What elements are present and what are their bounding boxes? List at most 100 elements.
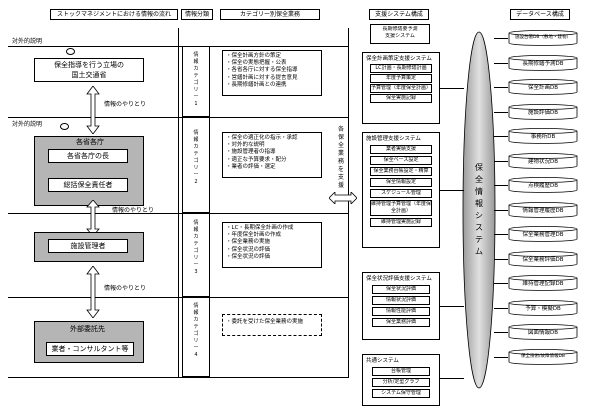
- cat1-item: ・長期修繕計画との連携: [226, 81, 287, 88]
- cat4-item: ・委託を受けた保全業務の実施: [226, 319, 304, 325]
- cat2-item: ・適正な予算要求・配分: [226, 156, 287, 163]
- group4-title: 共通システム: [366, 358, 399, 364]
- database-icon: [508, 54, 578, 71]
- top-box-line2: 支援システム: [372, 33, 428, 40]
- database-connector: [494, 258, 508, 260]
- top-box-line1: 長期修繕要予測: [372, 26, 428, 33]
- group1-item: 保全実施記録: [370, 94, 432, 103]
- database-label: 事務所DB: [530, 134, 556, 140]
- database-icon: [508, 348, 578, 365]
- database-connector: [494, 283, 508, 284]
- classification-label-3: 情報カテゴリー3: [193, 220, 199, 275]
- exchange-arrow-1: [86, 86, 100, 134]
- info-system-label: 保全情報システム: [475, 163, 483, 256]
- cat2-item: ・対外的な説明: [226, 142, 265, 149]
- database-cylinder: 保全計画DB: [508, 79, 578, 95]
- database-connector: [494, 234, 508, 235]
- database-connector: [494, 160, 508, 162]
- header-category: カテゴリー別保全業務: [220, 9, 320, 20]
- group4-item: 台帳管理: [372, 367, 430, 376]
- database-label: 保全技術/故障情報DB: [520, 353, 566, 359]
- database-label: 情報管理履歴DB: [522, 207, 564, 214]
- group1-title: 保全計画策定支援システム: [366, 56, 432, 62]
- database-cylinder: 施設台帳DB（敷地・建物）: [508, 30, 578, 46]
- long-term-prediction-box: 長期修繕要予測 支援システム: [370, 24, 430, 44]
- group2-item: 保全ベース設定: [370, 156, 432, 165]
- group3-item: 情報状況評価: [372, 296, 430, 305]
- system-group-3: 保全状況評価支援システム 保全状況評価 情報状況評価 情報性能評価 保全業務評価: [362, 272, 440, 340]
- divider-left-column: [178, 28, 179, 378]
- header-database: データベース構成: [510, 9, 570, 20]
- cat3-item: ・年度保全計画の作成: [226, 232, 282, 239]
- group2-title: 施設管理支援システム: [366, 136, 421, 142]
- database-label: 予算・模擬DB: [525, 305, 561, 312]
- category-box-1: ・保全計画方針の策定 ・保全の実態把握・公表 ・各省各庁に対する保全指導 ・営繕…: [222, 50, 322, 96]
- database-connector: [494, 332, 508, 333]
- exchange-label-1: 情報のやりとり: [104, 101, 147, 108]
- facility-manager-box: 施設管理者: [48, 239, 128, 253]
- group4-item: システム保守管理: [372, 389, 430, 398]
- database-label: 保全業務評価DB: [522, 256, 564, 263]
- divider-right-column: [348, 28, 349, 378]
- cat3-item: ・LC・長期保全計画の作成: [226, 225, 294, 231]
- group2-item: スケジュール管理: [370, 189, 432, 198]
- mlit-line2: 国土交通省: [71, 71, 107, 79]
- database-cylinder: 保全業務管理DB: [508, 226, 578, 242]
- group3-item: 保全業務評価: [372, 318, 430, 327]
- database-icon: [508, 275, 578, 291]
- database-label: 維持管理記録DB: [522, 281, 564, 287]
- ministry-title: 各省各庁: [76, 138, 104, 146]
- system-group-4: 共通システム 台帳管理 分析/定型グラフ システム保守管理: [362, 354, 440, 406]
- cat3-item: ・保全状況の評価: [226, 246, 271, 253]
- group2-item: 業者実績支援: [370, 145, 432, 154]
- database-icon: [508, 324, 578, 340]
- database-label: 図面情報DB: [527, 330, 558, 336]
- group3-title: 保全状況評価支援システム: [366, 276, 432, 282]
- database-label: 保全業務管理DB: [522, 232, 564, 238]
- category-box-4: ・委託を受けた保全業務の実施: [222, 314, 322, 336]
- classification-bar-3: [182, 213, 210, 297]
- group2-item: 保全情報設定: [370, 178, 432, 187]
- group1-item: 予算管理（年度保全計画）: [370, 84, 432, 93]
- database-connector: [494, 111, 508, 113]
- external-explanation-label-2: 対外的説明: [12, 121, 43, 128]
- database-icon: [508, 201, 578, 218]
- category-box-2: ・保全の適正化の指示・承認 ・対外的な説明 ・施設管理者の指導 ・適正な予算要求…: [222, 132, 322, 178]
- database-icon: [508, 152, 578, 169]
- outsource-detail-box: 業者・コンサルタント等: [46, 342, 134, 356]
- bidirectional-arrow: [329, 192, 357, 204]
- group2-item: 保全業務台帳設定・精算: [370, 167, 432, 176]
- cat1-item: ・営繕計画に対する提言意見: [226, 74, 298, 81]
- general-manager-box: 総括保全責任者: [48, 178, 128, 192]
- group3-item: 情報性能評価: [372, 307, 430, 316]
- database-cylinder: 予算・模擬DB: [508, 299, 578, 316]
- cat2-item: ・施設管理者の指導: [226, 149, 276, 156]
- database-connector: [494, 62, 508, 64]
- header-support: 支援システム構成: [369, 9, 429, 20]
- database-label: 建物状況DB: [527, 158, 558, 165]
- group1-item: 年度予算策定: [370, 74, 432, 83]
- cat3-item: ・保全業務の実施: [226, 239, 271, 246]
- cat2-item: ・保全の適正化の指示・承認: [226, 135, 298, 141]
- classification-label-1: 情報カテゴリー1: [193, 52, 199, 107]
- database-cylinder: 建物状況DB: [508, 152, 578, 169]
- classification-bar-1: [182, 46, 210, 117]
- database-icon: [508, 103, 578, 120]
- connector-4: [440, 378, 464, 379]
- database-cylinder: 維持管理記録DB: [508, 275, 578, 291]
- database-icon: [508, 79, 578, 95]
- classification-bar-4: [182, 297, 210, 377]
- database-connector: [494, 136, 508, 137]
- database-connector: [494, 209, 508, 211]
- group4-item: 分析/定型グラフ: [372, 378, 430, 387]
- database-label: 保全計画DB: [527, 85, 558, 91]
- cat3-item: ・保全状況の評価: [226, 253, 271, 260]
- database-cylinder: 長期修繕予測DB: [508, 54, 578, 71]
- database-cylinder: 点検履歴DB: [508, 177, 578, 193]
- mlit-line1: 保全指導を行う立場の: [54, 61, 124, 69]
- cat2-item: ・業者の評価・選定: [226, 163, 276, 170]
- database-connector: [494, 38, 508, 39]
- connector-1: [440, 88, 464, 89]
- speech-bubble-icon-1: [66, 48, 75, 55]
- exchange-label-3: 情報のやりとり: [104, 285, 147, 292]
